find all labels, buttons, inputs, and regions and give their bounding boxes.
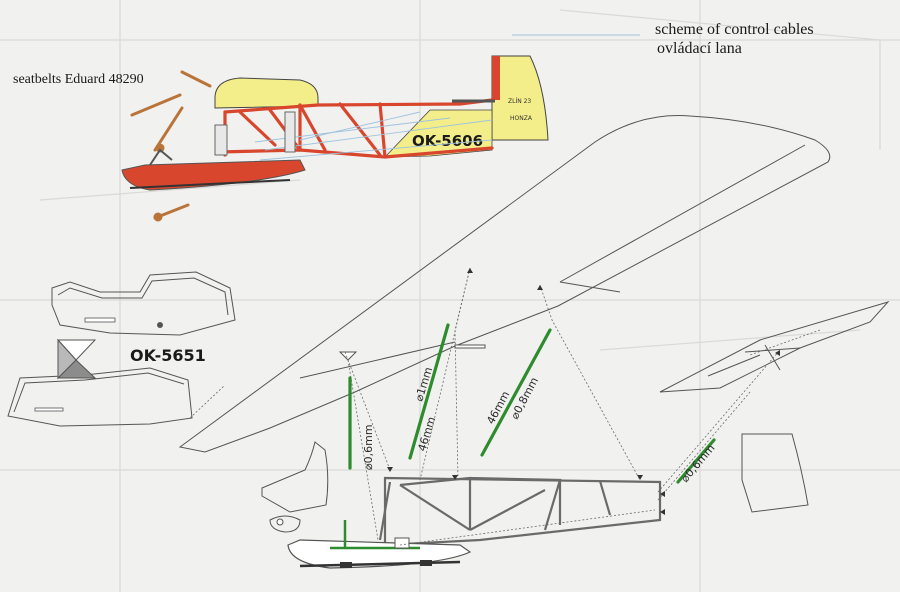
- label-cable-a-length: 46mm: [415, 415, 438, 453]
- label-vertical-cable: ⌀0,6mm: [362, 424, 375, 470]
- top-glider-tail-text-1: ZLÍN 23: [508, 98, 531, 105]
- tailplane: [659, 301, 890, 393]
- pod-parts: OK-5651: [7, 271, 236, 427]
- top-glider-skid: [121, 159, 306, 191]
- fuselage-frame: [261, 344, 662, 569]
- seat: [261, 441, 329, 513]
- seatbelt-parts: [130, 70, 212, 222]
- pod-upper-piece: [51, 271, 236, 336]
- cable-routes: [344, 267, 821, 546]
- legend: scheme of control cables ovládací lana: [512, 21, 814, 57]
- top-glider-cables: [254, 111, 493, 161]
- top-glider-tail-text-2: HONZA: [510, 115, 533, 122]
- top-glider-fin-tip: [492, 56, 500, 100]
- top-glider-fin: [491, 55, 549, 141]
- legend-title-en: scheme of control cables: [655, 21, 814, 38]
- top-glider: OK-5606 ZLÍN 23 HONZA: [121, 55, 549, 191]
- legend-title-cz: ovládací lana: [657, 40, 742, 57]
- seatbelts-label: seatbelts Eduard 48290: [13, 72, 144, 87]
- rudder: [741, 433, 809, 513]
- main-wing: [178, 115, 831, 453]
- cable-b: [480, 328, 552, 457]
- label-tail-cable: ⌀0,6mm: [678, 442, 717, 485]
- pod-registration: OK-5651: [130, 346, 206, 365]
- pod-lower-piece: [7, 367, 193, 427]
- top-glider-wing: [214, 77, 319, 109]
- cable-anchor-markers: [387, 268, 780, 515]
- cable-tail: [676, 438, 716, 484]
- top-glider-registration: OK-5606: [412, 132, 483, 150]
- cable-a: [408, 323, 450, 460]
- green-cables: [348, 323, 716, 484]
